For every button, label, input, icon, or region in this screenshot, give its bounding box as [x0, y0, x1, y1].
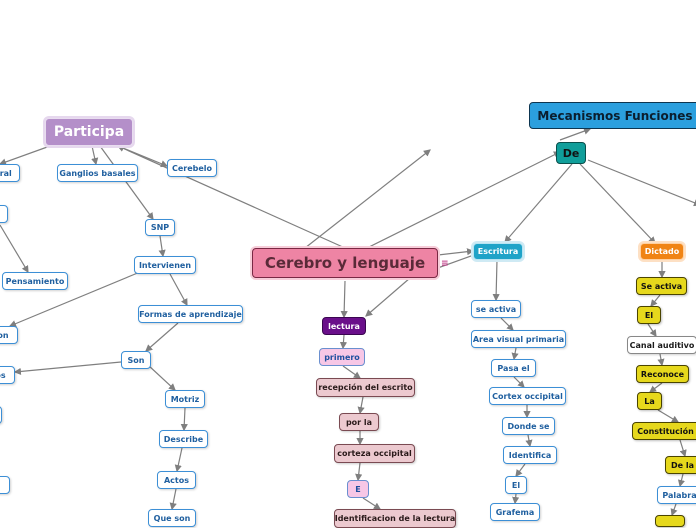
connector-line — [579, 163, 656, 244]
connector-line — [340, 280, 348, 319]
connector-line — [670, 503, 678, 517]
pensamiento-node[interactable]: Pensamiento — [2, 272, 68, 290]
motriz-node[interactable]: Motriz — [165, 390, 205, 408]
connector-line — [116, 145, 346, 249]
son-node[interactable]: Son — [121, 351, 151, 369]
describe-node[interactable]: Describe — [159, 430, 208, 448]
connector-line — [339, 334, 348, 350]
connector-line — [304, 149, 431, 249]
lectura-node[interactable]: lectura — [322, 317, 366, 335]
note-icon[interactable]: ≡ — [441, 259, 449, 269]
el-node[interactable]: El — [505, 476, 527, 494]
connector-line — [362, 497, 382, 510]
identifica-node[interactable]: Identifica — [503, 446, 557, 464]
connector-line — [679, 439, 687, 458]
dictado-node[interactable]: Dictado — [640, 243, 684, 260]
intervienen-node[interactable]: Intervienen — [134, 256, 196, 274]
corteza-occipital-node[interactable]: corteza occipital — [334, 444, 415, 463]
connector-line — [649, 382, 663, 393]
connector-line — [117, 145, 169, 168]
left-edge-node[interactable] — [0, 406, 2, 424]
connector-line — [99, 145, 154, 220]
dictado-se-activa-node[interactable]: Se activa — [636, 277, 687, 295]
connector-line — [677, 473, 685, 488]
connector-line — [169, 273, 188, 307]
connector-line — [342, 365, 361, 379]
central-topic-node[interactable]: Cerebro y lenguaje — [252, 248, 438, 278]
recepcion-escrito-node[interactable]: recepción del escrito — [316, 378, 415, 397]
connector-line — [650, 294, 661, 307]
cerebelo-node[interactable]: Cerebelo — [167, 159, 217, 177]
connector-line — [511, 347, 519, 361]
mecanismos-funciones-node[interactable]: Mecanismos Funciones — [529, 102, 696, 129]
snp-node[interactable]: SNP — [145, 219, 175, 236]
connector-line — [355, 462, 363, 482]
connector-line — [492, 259, 500, 302]
cortex-occipital-node[interactable]: Cortex occipital — [489, 387, 566, 405]
connector-line — [512, 493, 520, 505]
connector-line — [500, 317, 514, 331]
de-node[interactable]: De — [556, 142, 586, 164]
connector-line — [169, 488, 177, 511]
dictado-la-node[interactable]: La — [637, 392, 662, 410]
connector-line — [657, 409, 680, 423]
pasa-el-node[interactable]: Pasa el — [491, 359, 536, 377]
grafema-node[interactable]: Grafema — [490, 503, 540, 521]
por-la-node[interactable]: por la — [339, 413, 379, 431]
area-visual-primaria-node[interactable]: Area visual primaria — [471, 330, 566, 348]
reconoce-node[interactable]: Reconoce — [636, 365, 689, 383]
connector-line — [357, 396, 365, 415]
identificacion-lectura-node[interactable]: Identificacion de la lectura — [334, 509, 456, 528]
connector-line — [364, 151, 562, 250]
connector-line — [504, 163, 573, 243]
connector-line — [158, 235, 166, 258]
se-activa-node[interactable]: se activa — [471, 300, 521, 318]
on-node[interactable]: on — [0, 326, 18, 344]
que-son-node[interactable]: Que son — [148, 509, 196, 527]
palabra-node[interactable]: Palabra — [657, 486, 696, 504]
formas-aprendizaje-node[interactable]: Formas de aprendizaje — [138, 305, 243, 323]
connector-line — [13, 361, 122, 376]
connector-line — [8, 271, 141, 328]
dictado-el-node[interactable]: El — [637, 306, 661, 324]
connector-line — [145, 322, 179, 352]
connector-line — [587, 159, 696, 207]
de-la-node[interactable]: De la — [665, 456, 696, 474]
connector-line — [647, 323, 657, 337]
left-edge-node[interactable] — [0, 205, 8, 223]
connector-line — [437, 248, 475, 256]
oral-node[interactable]: oral — [0, 164, 20, 182]
connector-line — [180, 407, 188, 432]
dictado-next-node[interactable] — [655, 515, 685, 527]
constitucion-node[interactable]: Constitución y — [632, 422, 696, 440]
connector-line — [174, 447, 183, 473]
connector-line — [365, 277, 411, 317]
connector-line — [91, 145, 99, 166]
primero-node[interactable]: primero — [319, 348, 365, 366]
os-node[interactable]: os — [0, 366, 15, 384]
canal-auditivo-node[interactable]: Canal auditivo — [627, 336, 696, 354]
participa-node[interactable]: Participa — [45, 118, 133, 146]
connector-line — [515, 463, 526, 477]
connector-line — [525, 434, 533, 448]
connector-line — [147, 364, 176, 391]
connector-line — [513, 376, 525, 388]
connector-line — [0, 224, 29, 274]
connector-line — [0, 145, 51, 166]
connector-line — [559, 127, 592, 141]
e-node[interactable]: E — [347, 480, 369, 498]
escritura-node[interactable]: Escritura — [473, 243, 523, 260]
donde-se-node[interactable]: Donde se — [502, 417, 555, 435]
connector-line — [657, 353, 665, 367]
s-node[interactable]: s — [0, 476, 10, 494]
actos-node[interactable]: Actos — [157, 471, 196, 489]
ganglios-basales-node[interactable]: Ganglios basales — [57, 164, 138, 182]
